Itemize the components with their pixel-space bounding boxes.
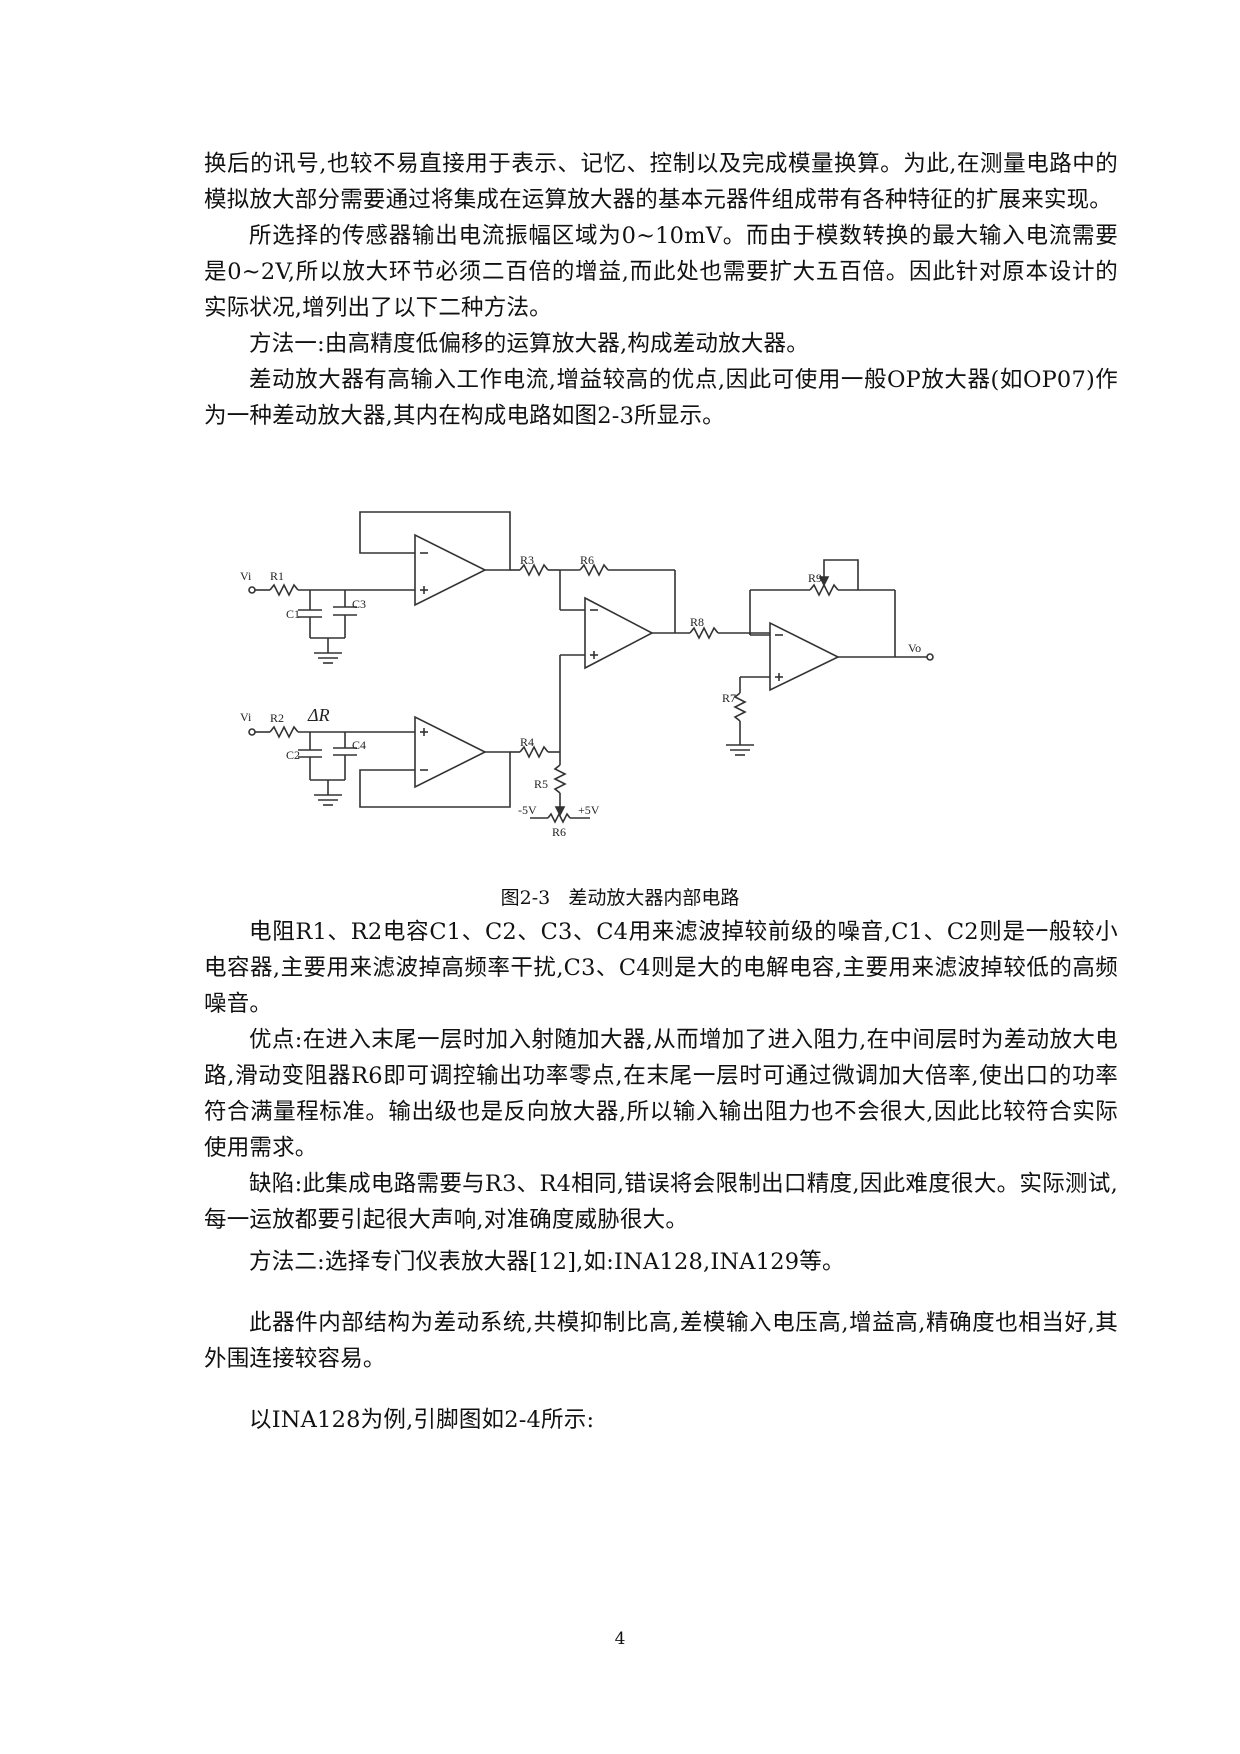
- paragraph: 优点:在进入末尾一层时加入射随加大器,从而增加了进入阻力,在中间层时为差动放大电…: [204, 1027, 1118, 1161]
- paragraph: 方法一:由高精度低偏移的运算放大器,构成差动放大器。: [249, 331, 809, 357]
- label-r4: R4: [520, 735, 535, 749]
- resistor-r6-top: [579, 563, 609, 577]
- label-c4: C4: [352, 738, 367, 752]
- paragraph: 换后的讯号,也较不易直接用于表示、记忆、控制以及完成模量换算。为此,在测量电路中…: [204, 151, 1118, 213]
- page-number: 4: [614, 1629, 626, 1649]
- label-c1: C1: [286, 607, 301, 621]
- paragraph: 此器件内部结构为差动系统,共模抑制比高,差模输入电压高,增益高,精确度也相当好,…: [204, 1310, 1118, 1372]
- opamp-1: [414, 533, 487, 607]
- label-vo: Vo: [908, 641, 922, 655]
- paragraph: 差动放大器有高输入工作电流,增益较高的优点,因此可使用一般OP放大器(如OP07…: [204, 367, 1118, 429]
- resistor-r1: [269, 583, 299, 597]
- resistor-r8: [689, 626, 719, 640]
- paragraph: 以INA128为例,引脚图如2-4所示:: [249, 1407, 595, 1433]
- resistor-r3: [519, 563, 549, 577]
- resistor-r2: [269, 725, 299, 739]
- label-vi-bottom: Vi: [240, 710, 252, 724]
- label-r7: R7: [722, 691, 737, 705]
- resistor-r7: [733, 692, 747, 722]
- label-r6-bottom: R6: [552, 825, 567, 839]
- opamp-4: [414, 715, 487, 789]
- label-delta-r: ΔR: [308, 705, 330, 725]
- label-vi-top: Vi: [240, 569, 252, 583]
- label-r6-top: R6: [580, 553, 595, 567]
- label-c2: C2: [286, 748, 301, 762]
- opamp-2: [584, 596, 654, 670]
- paragraph: 电阻R1、R2电容C1、C2、C3、C4用来滤波掉较前级的噪音,C1、C2则是一…: [204, 919, 1118, 1017]
- label-r5: R5: [534, 777, 549, 791]
- paragraph: 所选择的传感器输出电流振幅区域为0~10mV。而由于模数转换的最大输入电流需要是…: [204, 223, 1118, 321]
- label-r9: R9: [808, 571, 823, 585]
- body-text-method2: 方法二:选择专门仪表放大器[12],如:INA128,INA129等。 此器件内…: [204, 1244, 1118, 1438]
- paragraph: 方法二:选择专门仪表放大器[12],如:INA128,INA129等。: [249, 1249, 845, 1275]
- label-r3: R3: [520, 553, 535, 567]
- resistor-r4: [519, 745, 549, 759]
- body-text-top: 换后的讯号,也较不易直接用于表示、记忆、控制以及完成模量换算。为此,在测量电路中…: [204, 146, 1118, 434]
- opamp-3: [769, 621, 840, 692]
- circuit-diagram: Vi R1 C1 C3 R3 R6 R8 R9 Vo R7 Vi R2 ΔR C…: [230, 495, 1020, 845]
- label-r2: R2: [270, 711, 285, 725]
- label-neg5v: -5V: [518, 803, 537, 817]
- figure-caption: 图2-3 差动放大器内部电路: [500, 887, 740, 909]
- label-c3: C3: [352, 597, 367, 611]
- circuit-svg: [248, 511, 934, 824]
- label-pos5v: +5V: [578, 803, 600, 817]
- body-text-middle: 电阻R1、R2电容C1、C2、C3、C4用来滤波掉较前级的噪音,C1、C2则是一…: [204, 914, 1118, 1238]
- label-r1: R1: [270, 569, 285, 583]
- resistor-r6-bottom: [547, 812, 571, 824]
- resistor-r5: [553, 764, 567, 794]
- circuit-labels: Vi R1 C1 C3 R3 R6 R8 R9 Vo R7 Vi R2 ΔR C…: [230, 495, 1020, 845]
- label-r8: R8: [690, 615, 705, 629]
- paragraph: 缺陷:此集成电路需要与R3、R4相同,错误将会限制出口精度,因此难度很大。实际测…: [204, 1171, 1118, 1233]
